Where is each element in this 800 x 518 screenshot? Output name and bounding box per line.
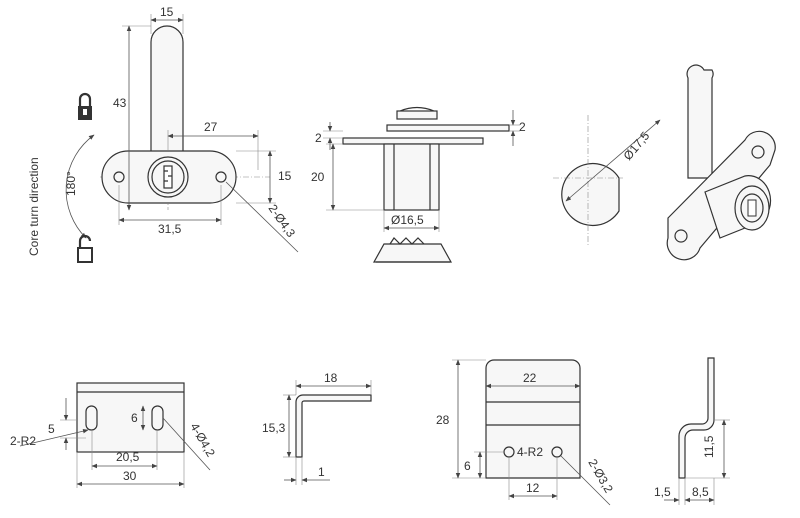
dim-height: 43 [113,96,127,110]
padlock-unlocked-icon [77,234,93,263]
lock-side-view: 2 2 20 Ø16,5 [311,106,526,263]
dim-mounting-holes: 2-Ø4,3 [266,202,299,240]
dim-angle-height: 15,3 [262,421,286,435]
angle-profile [295,394,372,458]
dim-angle-thickness: 1 [318,465,325,479]
dim-plate-width: 31,5 [158,222,182,236]
dim-body-length: 20 [311,170,325,184]
dim-flange-thickness: 2 [519,120,526,134]
dim-slot-height: 6 [131,411,138,425]
bent-profile [678,357,715,479]
mounting-hole-right [215,171,227,183]
keyway [163,165,173,189]
dim-bracket-width: 30 [123,469,137,483]
dim-plate-hole-spacing: 12 [526,481,540,495]
dim-plate-radius: 4-R2 [517,445,543,459]
dim-plate-width: 22 [523,371,537,385]
dim-plate-height: 15 [278,169,292,183]
mounting-hole-left [113,171,125,183]
iso-cam-arm [686,64,714,179]
dim-plate-holes: 2-Ø3,2 [585,457,616,496]
core-turn-label: Core turn direction [27,157,41,256]
cam-arm [150,25,184,177]
screw-head [396,110,438,120]
lock-isometric-view [666,64,776,261]
dim-plate-hole-height: 6 [464,459,471,473]
dim-slot-spacing: 20,5 [116,450,140,464]
dim-top-thickness: 2 [315,131,322,145]
cutout-view: Ø17,5 [553,115,661,245]
dim-width-top: 15 [160,5,174,19]
cutout-shape [561,162,620,227]
padlock-locked-icon [78,92,92,120]
bracket-plate [76,382,185,453]
key-cap [372,237,453,263]
slot-left [85,405,98,431]
dim-bracket-holes: 4-Ø4,2 [187,421,218,460]
dim-bent-height: 11,5 [702,435,716,458]
dim-bent-depth: 8,5 [692,485,709,499]
dim-body-diameter: Ø16,5 [391,213,424,227]
dim-plate-height: 28 [436,413,450,427]
dim-bracket-radius: 2-R2 [10,434,36,448]
dim-slot-offset: 5 [48,422,55,436]
plate-outline [485,359,581,479]
lock-front-view: Core turn direction 180° 15 [27,5,299,263]
plate-bent-view: 11,5 1,5 8,5 [654,357,730,505]
dim-hole-spacing: 27 [204,120,218,134]
plate-flat-view: 22 28 6 4-R2 12 2-Ø3,2 [436,359,616,506]
cylinder-body [383,143,440,211]
dim-cutout-diameter: Ø17,5 [621,129,653,163]
top-flange [386,124,510,132]
mount-flange [342,137,484,145]
bracket-angle-view: 18 15,3 1 [262,371,372,485]
dim-angle-width: 18 [324,371,338,385]
dim-bent-offset: 1,5 [654,485,671,499]
bracket-flat-view: 5 6 2-R2 20,5 30 4-Ø4,2 [10,382,218,488]
rotation-arc [65,134,95,239]
rotation-angle: 180° [64,171,78,196]
